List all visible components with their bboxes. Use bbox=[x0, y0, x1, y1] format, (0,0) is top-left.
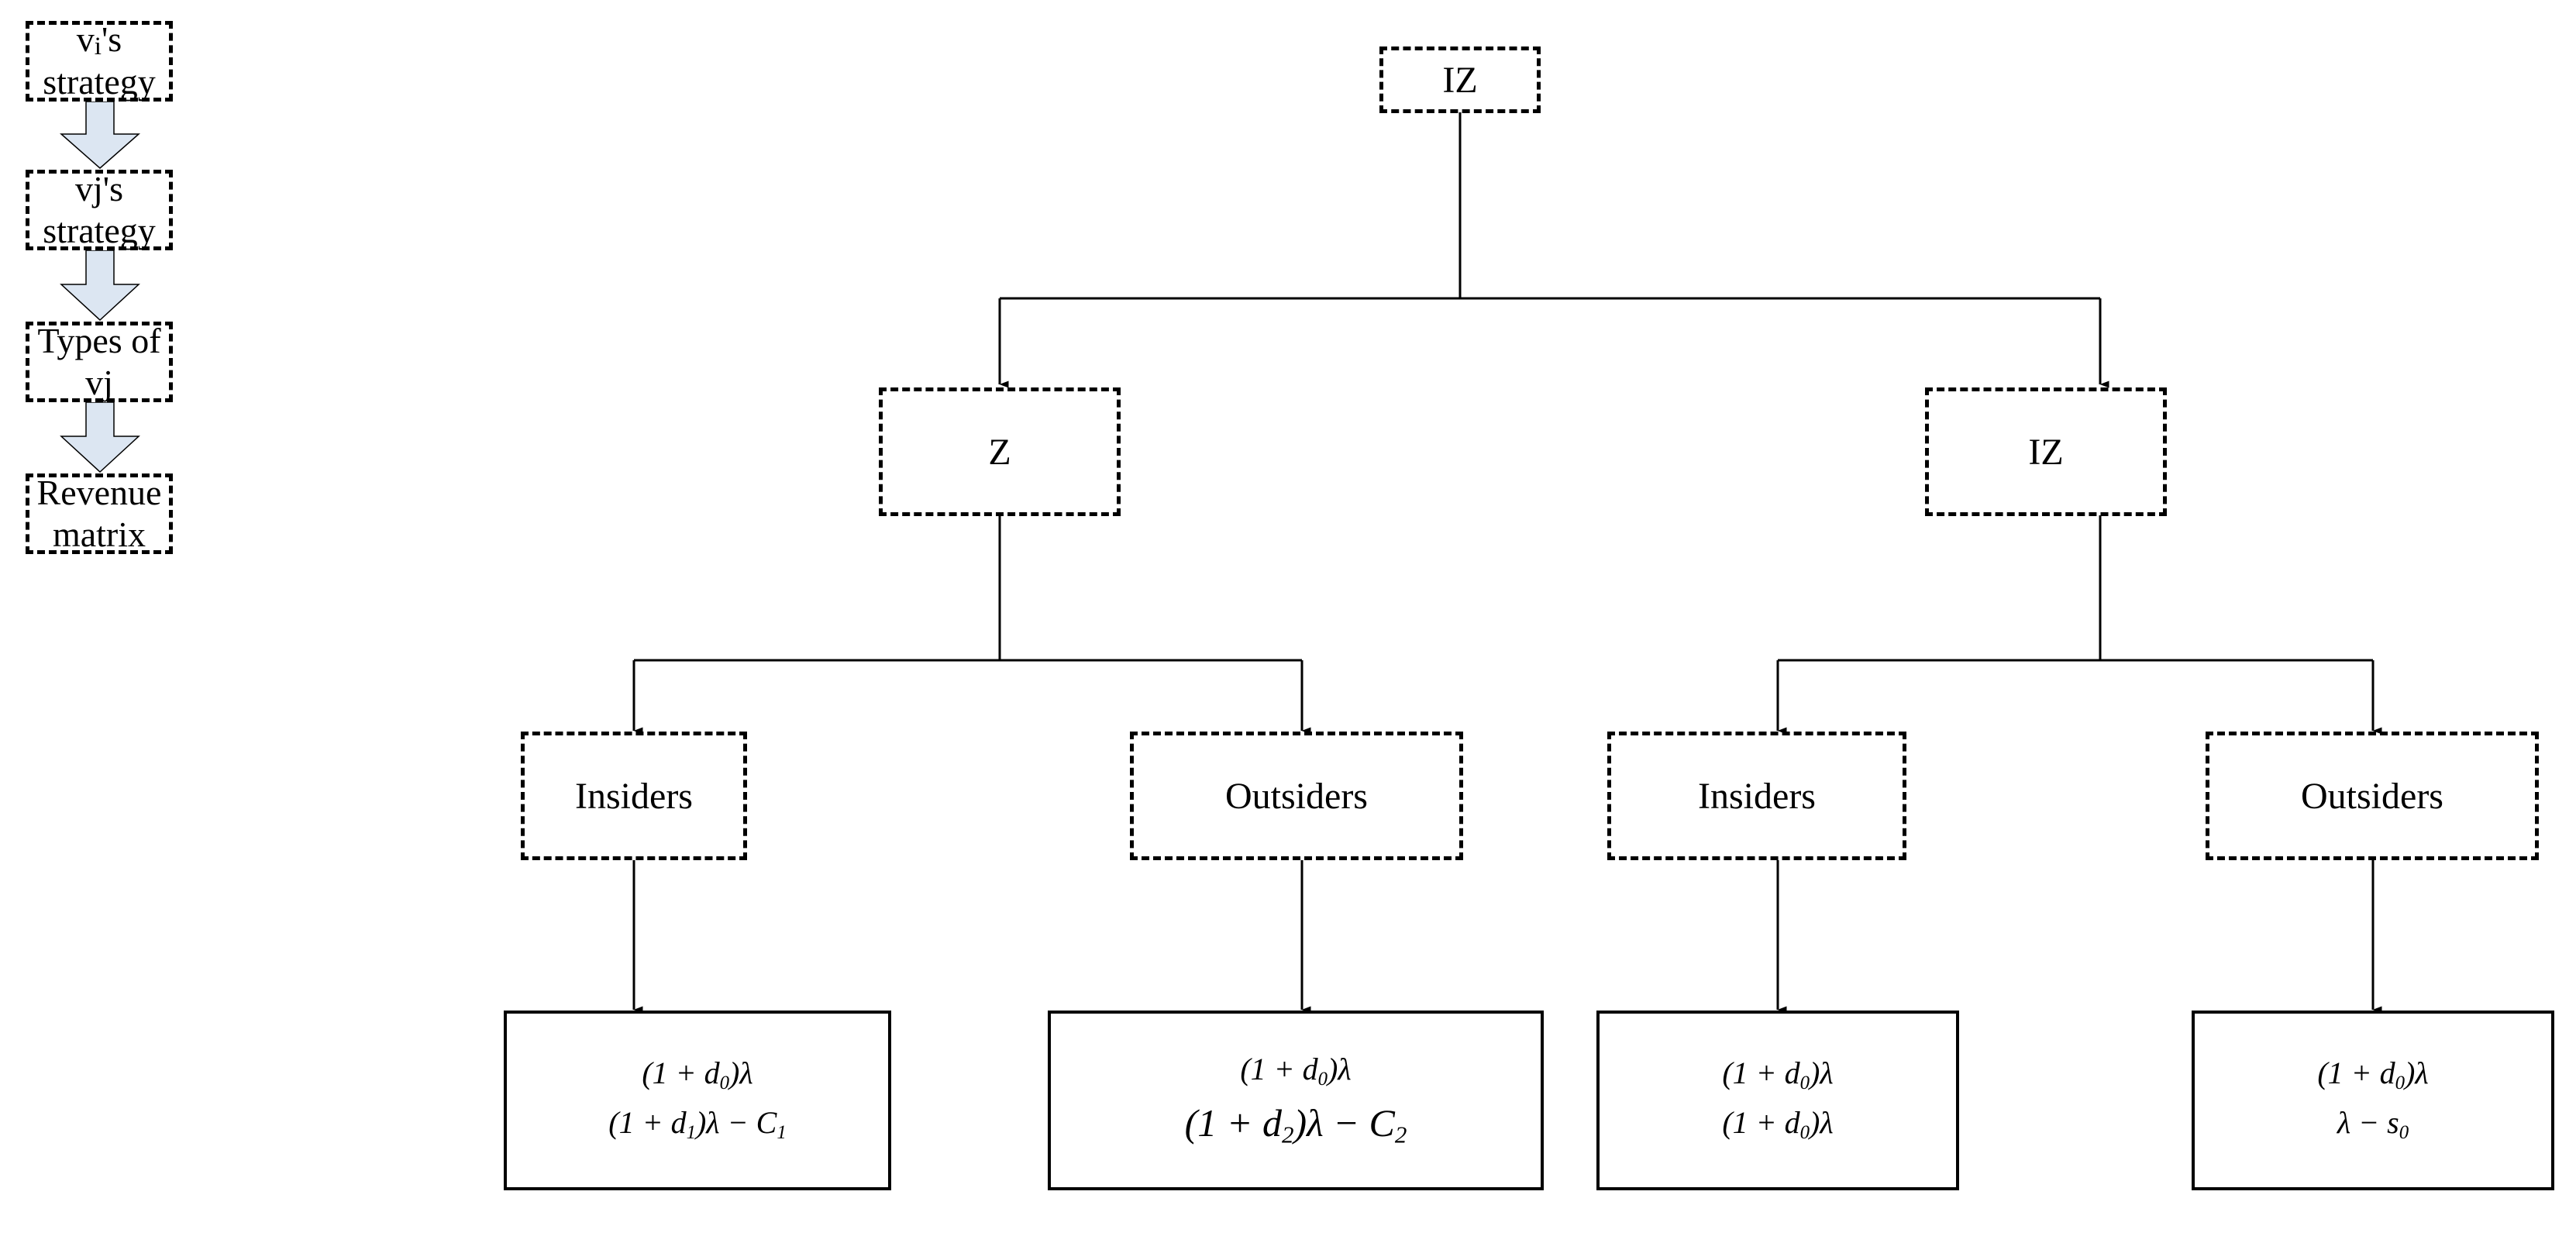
payoff-box-4-line1: (1 + d0)λ bbox=[2317, 1055, 2429, 1094]
tree-node-root-iz: IZ bbox=[1379, 46, 1541, 113]
flow-box-revenue-matrix-line1: Revenue bbox=[36, 472, 162, 512]
flow-box-types-of-vj-line2: vj bbox=[85, 363, 113, 402]
payoff-box-3-line2: (1 + d0)λ bbox=[1722, 1105, 1834, 1143]
payoff-box-3: (1 + d0)λ (1 + d0)λ bbox=[1596, 1011, 1959, 1190]
payoff-box-1-line1: (1 + d0)λ bbox=[642, 1055, 753, 1094]
tree-node-root-iz-label: IZ bbox=[1442, 59, 1478, 101]
payoff-box-2: (1 + d0)λ (1 + d2)λ − C2 bbox=[1048, 1011, 1544, 1190]
flow-box-revenue-matrix: Revenue matrix bbox=[26, 473, 173, 554]
payoff-box-1: (1 + d0)λ (1 + d1)λ − C1 bbox=[504, 1011, 891, 1190]
tree-node-z: Z bbox=[879, 387, 1121, 516]
payoff-box-2-line1: (1 + d0)λ bbox=[1240, 1052, 1352, 1090]
flow-box-vi-strategy-line2: strategy bbox=[43, 62, 156, 102]
tree-node-iz: IZ bbox=[1925, 387, 2167, 516]
flow-arrow-1 bbox=[58, 101, 142, 170]
flow-box-vj-strategy-line1: vj's bbox=[75, 168, 123, 208]
tree-node-iz-label: IZ bbox=[2028, 431, 2064, 473]
flow-arrow-3 bbox=[58, 401, 142, 473]
tree-node-outsiders-left-label: Outsiders bbox=[1225, 775, 1368, 817]
tree-node-outsiders-left: Outsiders bbox=[1130, 732, 1463, 860]
flow-box-vi-strategy: vi's strategy bbox=[26, 19, 173, 102]
flow-box-vj-strategy-line2: strategy bbox=[43, 211, 156, 250]
tree-node-insiders-right-label: Insiders bbox=[1698, 775, 1816, 817]
payoff-box-4-line2: λ − s0 bbox=[2337, 1105, 2409, 1143]
tree-node-insiders-left-label: Insiders bbox=[575, 775, 693, 817]
payoff-box-2-line2: (1 + d2)λ − C2 bbox=[1184, 1101, 1407, 1148]
payoff-box-1-line2: (1 + d1)λ − C1 bbox=[608, 1105, 787, 1143]
payoff-box-3-line1: (1 + d0)λ bbox=[1722, 1055, 1834, 1094]
flow-box-types-of-vj-line1: Types of bbox=[37, 320, 161, 360]
tree-node-outsiders-right: Outsiders bbox=[2206, 732, 2539, 860]
flow-arrow-2 bbox=[58, 250, 142, 322]
flow-box-vj-strategy: vj's strategy bbox=[26, 168, 173, 250]
flow-box-vi-strategy-line1: vi's bbox=[76, 19, 122, 61]
tree-node-z-label: Z bbox=[988, 431, 1011, 473]
flow-box-revenue-matrix-line2: matrix bbox=[52, 515, 146, 554]
flow-box-types-of-vj: Types of vj bbox=[26, 320, 173, 402]
payoff-box-4: (1 + d0)λ λ − s0 bbox=[2192, 1011, 2554, 1190]
tree-node-outsiders-right-label: Outsiders bbox=[2301, 775, 2443, 817]
tree-node-insiders-left: Insiders bbox=[521, 732, 747, 860]
tree-node-insiders-right: Insiders bbox=[1607, 732, 1906, 860]
